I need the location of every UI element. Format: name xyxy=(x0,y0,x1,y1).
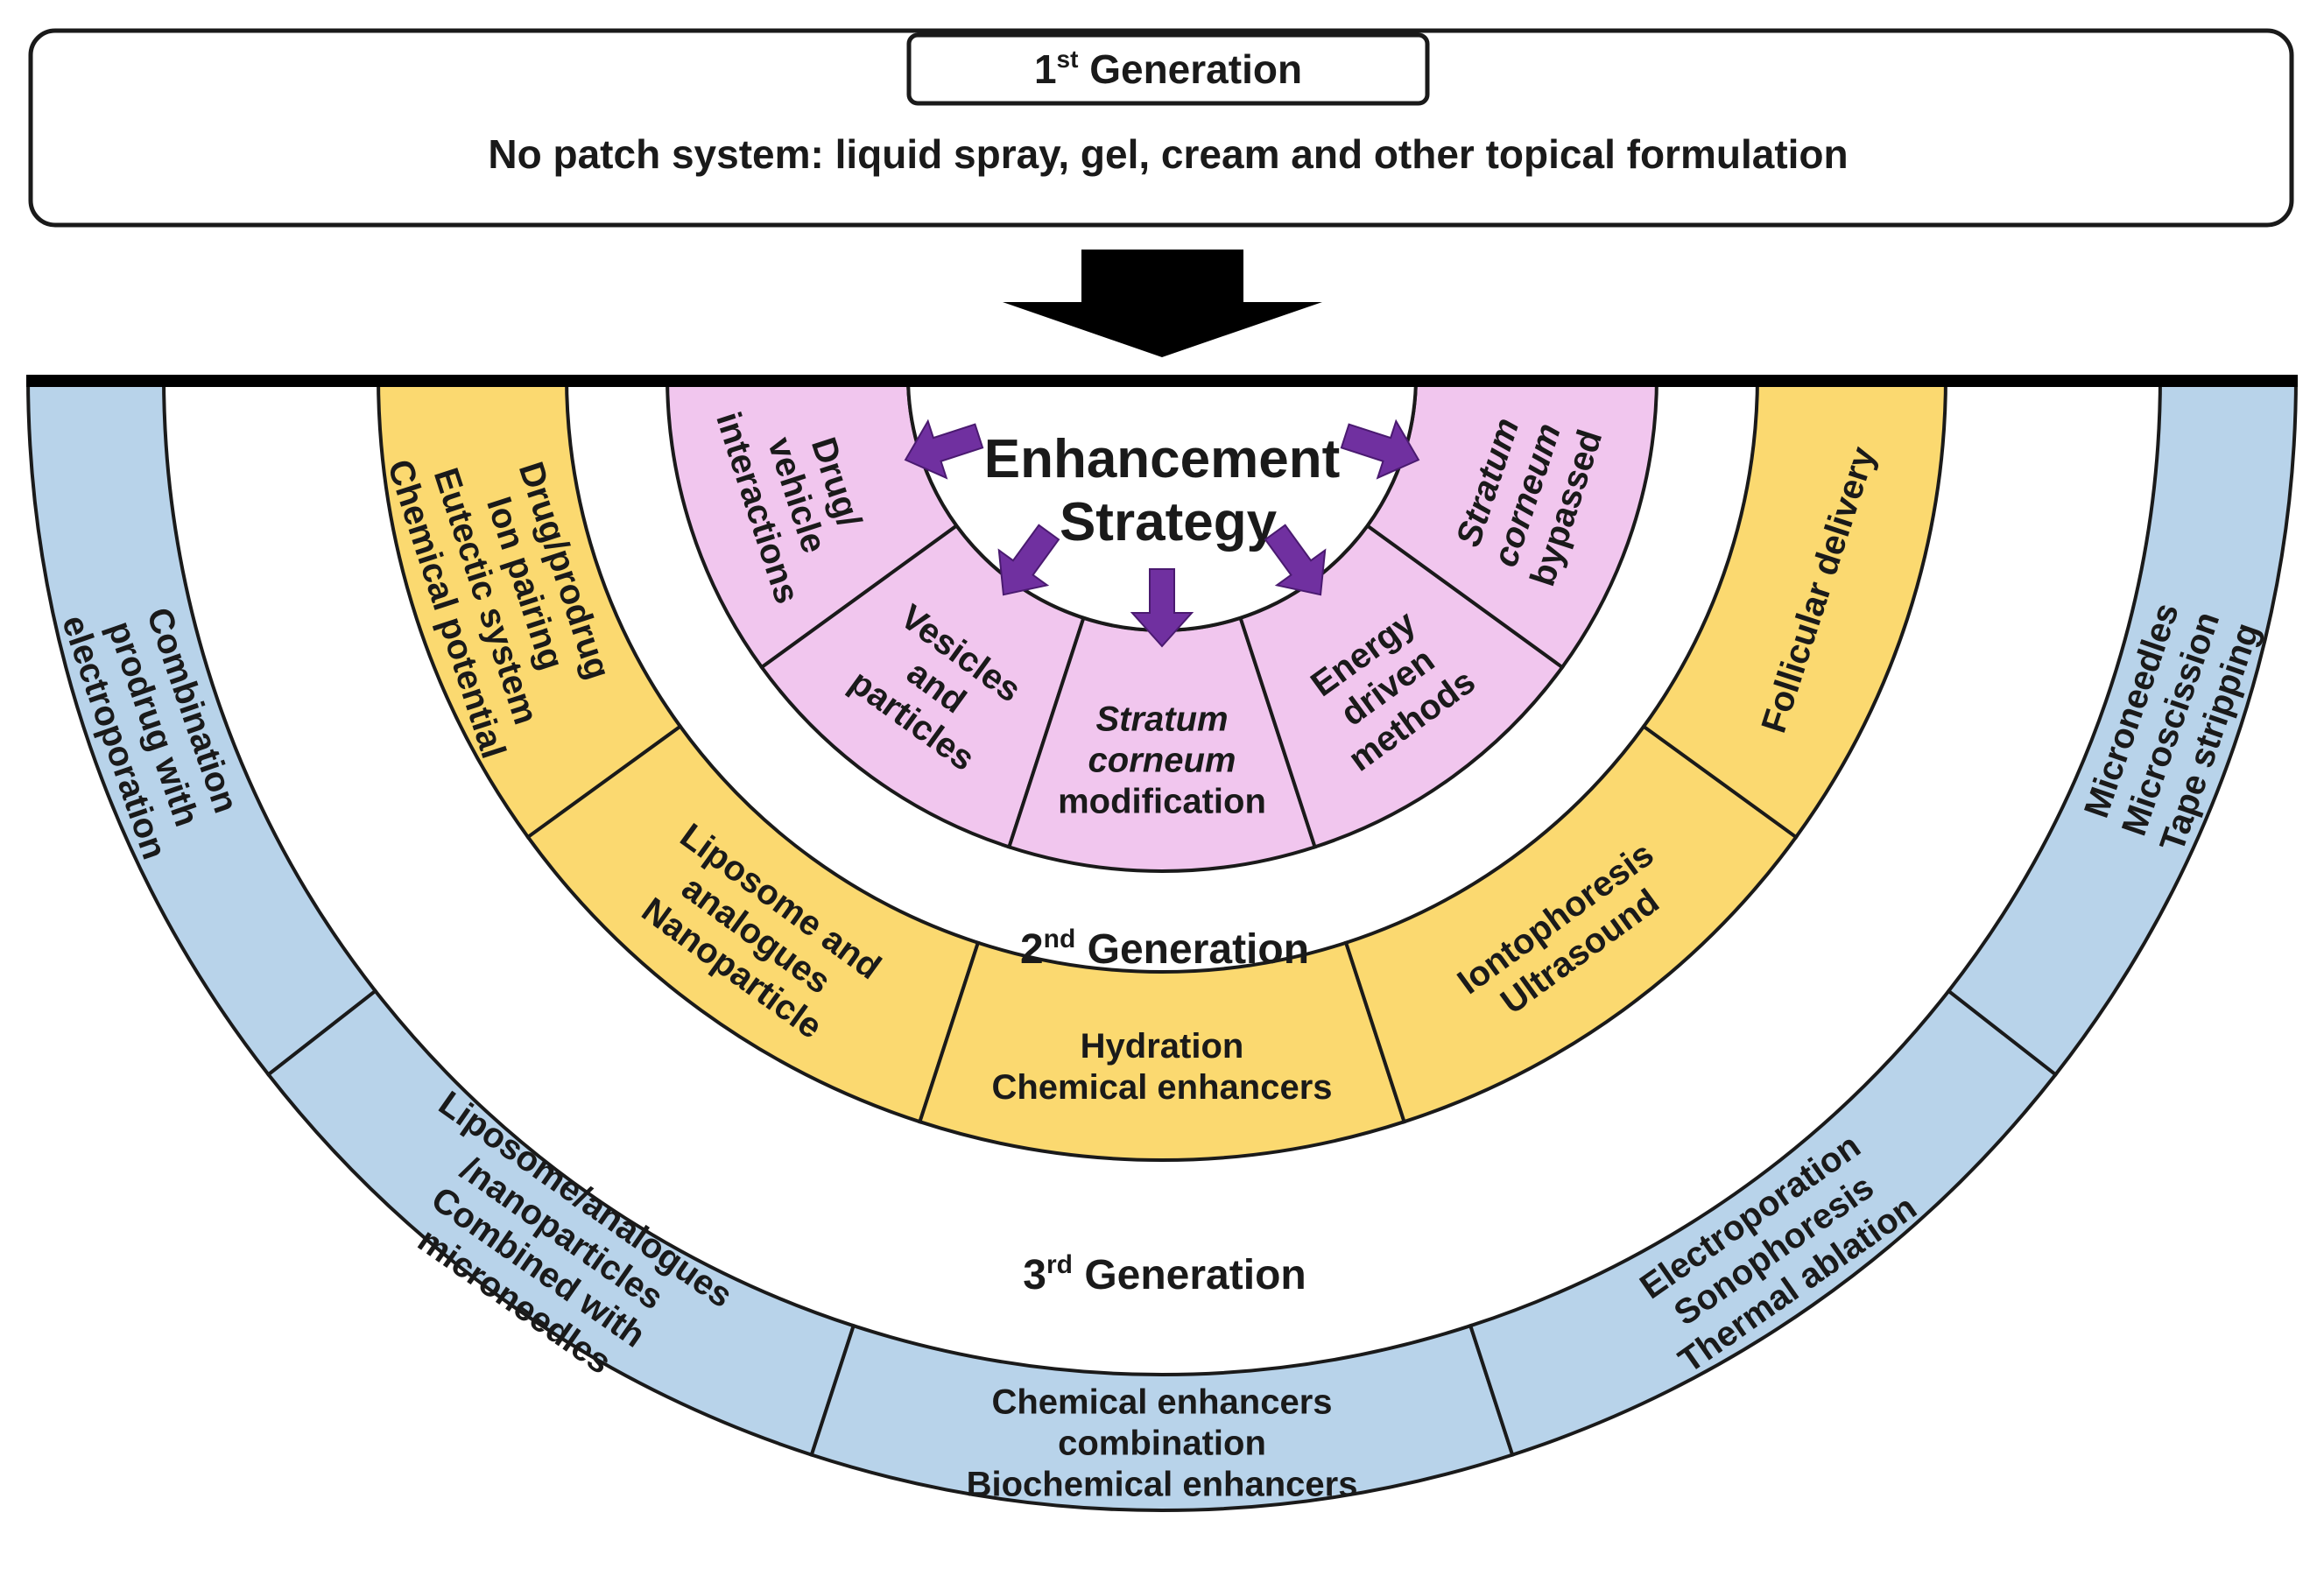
second-generation-item-line: Chemical enhancers xyxy=(991,1068,1332,1107)
strategy-arrow-icon xyxy=(1340,419,1420,480)
third-generation-segment xyxy=(265,988,856,1458)
first-generation-title: 1st Generation xyxy=(1034,46,1302,92)
second-generation-segment xyxy=(917,940,1407,1162)
second-generation-segment xyxy=(1343,723,1799,1124)
center-title-line2: Strategy xyxy=(1060,492,1278,552)
strategy-arrow-icon xyxy=(904,419,984,480)
center-title: Enhancement Strategy xyxy=(984,429,1341,552)
strategy-label-line: modification xyxy=(1058,783,1266,821)
strategy-arrow-icon xyxy=(1264,524,1327,596)
third-generation-item-line: Chemical enhancers xyxy=(991,1382,1332,1421)
third-generation-segment xyxy=(1946,375,2299,1078)
second-generation-segment xyxy=(1641,375,1948,840)
top-divider-bar xyxy=(26,375,2298,387)
strategy-arrow-icon xyxy=(997,524,1060,596)
third-generation-segment xyxy=(1468,988,2059,1458)
third-generation-segment xyxy=(809,1323,1515,1513)
strategy-label-line: corneum xyxy=(1088,742,1236,780)
strategy-arrows xyxy=(904,419,1420,648)
center-title-line1: Enhancement xyxy=(984,429,1341,489)
third-generation-label: 3rd Generation xyxy=(1023,1250,1306,1298)
third-generation-item-line: combination xyxy=(1058,1425,1266,1463)
down-arrow-icon xyxy=(1003,250,1322,357)
second-generation-item-line: Hydration xyxy=(1081,1027,1244,1066)
strategy-label-line: Stratum xyxy=(1095,700,1228,738)
third-generation-item-line: Biochemical enhancers xyxy=(967,1466,1358,1504)
third-generation-item: Chemical enhancers combinationBiochemical… xyxy=(967,1382,1358,1503)
strategy-arrow-icon xyxy=(1130,568,1194,648)
second-generation-segment xyxy=(525,723,981,1124)
first-generation-box: 1st Generation No patch system: liquid s… xyxy=(28,28,2294,228)
first-generation-title-box xyxy=(906,32,1430,106)
second-generation-label: 2nd Generation xyxy=(1020,925,1309,973)
first-generation-description: No patch system: liquid spray, gel, crea… xyxy=(488,131,1848,177)
